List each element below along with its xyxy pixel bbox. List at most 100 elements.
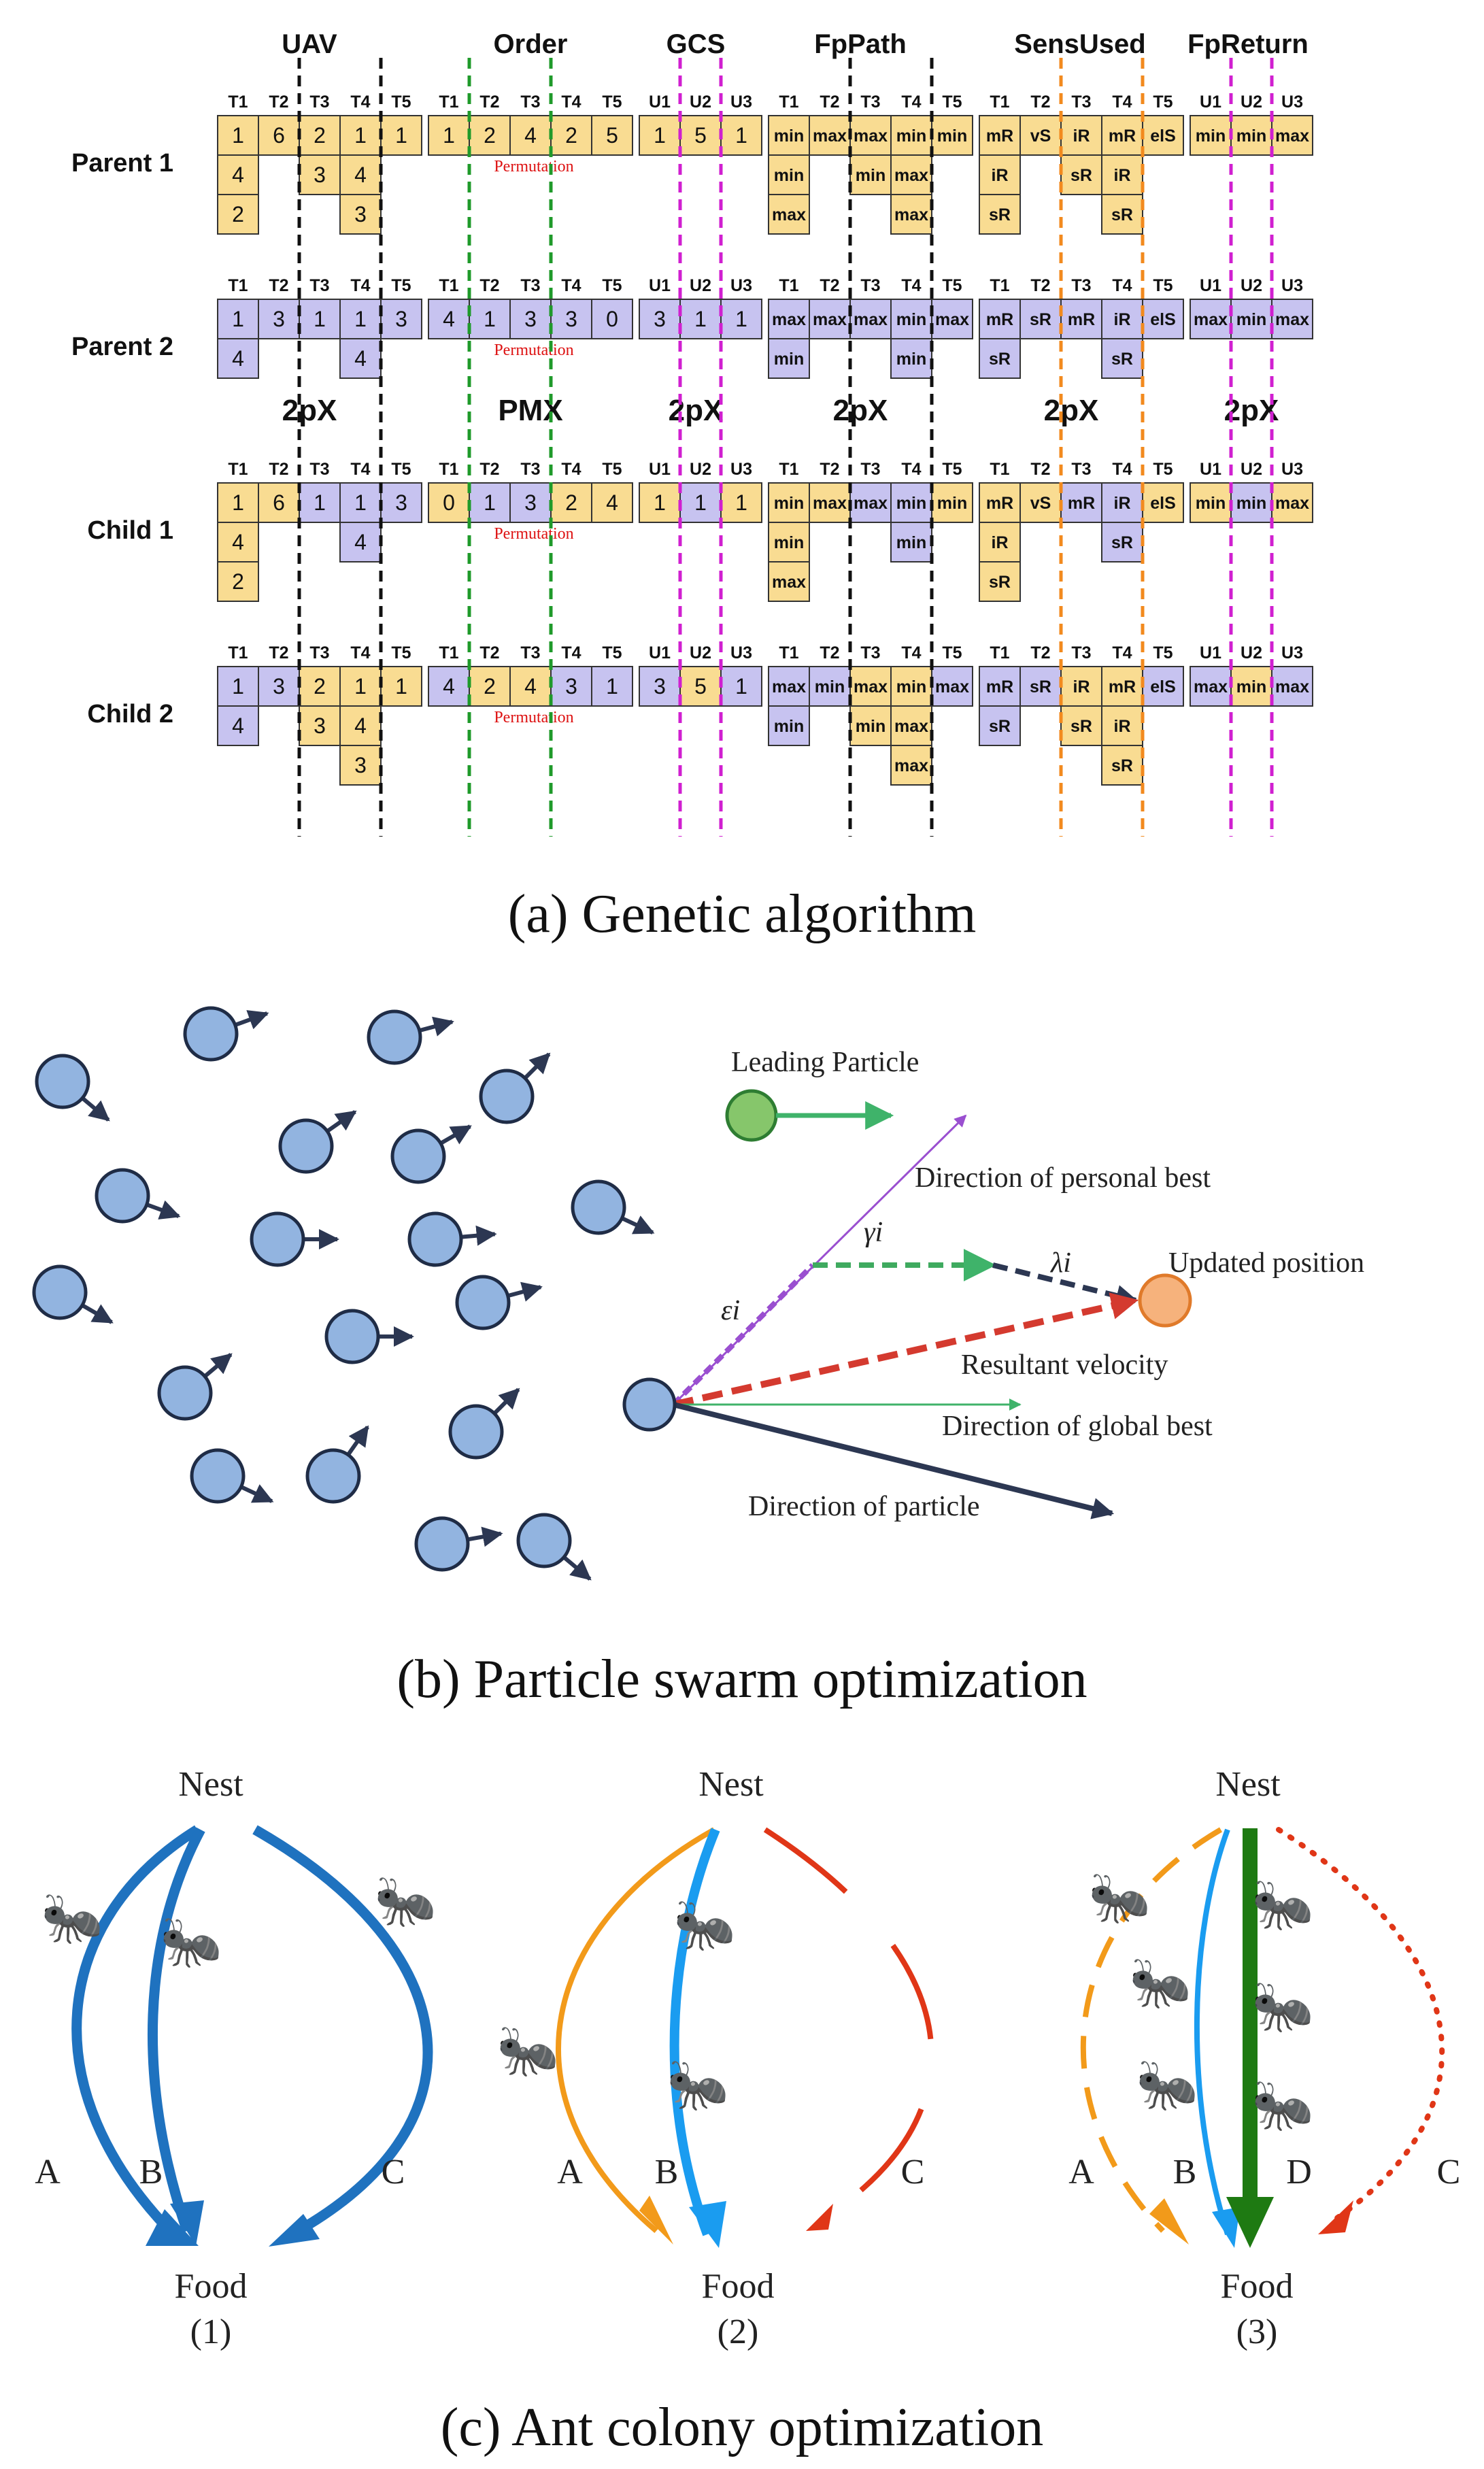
- gene-value: 3: [395, 490, 407, 515]
- epsilon-vector: [671, 1263, 815, 1407]
- gene-value: max: [1275, 677, 1309, 696]
- gene-value: 4: [232, 713, 244, 738]
- gene-cell: [979, 194, 1021, 235]
- gene-index-label: U3: [1281, 460, 1303, 479]
- gene-value: mR: [1109, 127, 1136, 146]
- gene-value: sR: [1070, 166, 1092, 185]
- gene-cell: [1271, 299, 1313, 339]
- gene-value: elS: [1150, 494, 1176, 513]
- gene-cell: [639, 482, 681, 523]
- ant-icon: 🐜: [1251, 2076, 1314, 2134]
- gene-index-label: U3: [730, 276, 752, 295]
- aco-panel-3: Nest Food (3) A B D C 🐜 🐜 🐜 🐜 🐜 🐜: [1068, 1765, 1460, 2351]
- gamma-label: γi: [864, 1217, 883, 1248]
- gene-index-label: T4: [1112, 460, 1132, 479]
- path-c: [1276, 1827, 1445, 2223]
- gene-value: 3: [273, 307, 285, 331]
- gene-value: 4: [443, 307, 455, 331]
- gene-value: min: [896, 350, 926, 369]
- gene-value: 4: [354, 530, 367, 554]
- gene-value: max: [1194, 677, 1228, 696]
- gene-cell: [890, 705, 932, 746]
- gene-index-label: U1: [649, 276, 671, 295]
- gene-value: min: [896, 310, 926, 329]
- gene-value: min: [774, 166, 804, 185]
- gene-value: iR: [1073, 677, 1090, 696]
- gene-index-label: T5: [602, 276, 622, 295]
- gene-index-label: U2: [690, 276, 711, 295]
- food-label: Food: [702, 2267, 775, 2306]
- particle-velocity-arrow: [235, 1010, 269, 1030]
- gene-cell: [428, 115, 470, 156]
- gene-index-label: T2: [820, 276, 839, 295]
- path-c-arrowhead: [269, 2214, 320, 2247]
- gene-value: iR: [1114, 310, 1131, 329]
- gene-value: 5: [694, 123, 707, 148]
- gene-cell: [591, 482, 633, 523]
- gene-index-label: T4: [561, 643, 581, 662]
- gene-cell: [1190, 299, 1232, 339]
- gene-cell: [1230, 482, 1272, 523]
- gene-cell: [979, 705, 1021, 746]
- gene-index-label: T4: [350, 93, 370, 112]
- gene-value: 3: [354, 202, 367, 226]
- gene-cell: [890, 115, 932, 156]
- path-c-arrowhead: [806, 2204, 833, 2231]
- gene-value: sR: [1070, 717, 1092, 736]
- gene-cell: [258, 299, 300, 339]
- gene-value: 1: [232, 123, 244, 148]
- gene-value: max: [854, 677, 888, 696]
- gene-header-order: Order: [494, 29, 568, 59]
- gene-value: 3: [654, 674, 666, 699]
- gene-value: 5: [606, 123, 618, 148]
- swarm-particle: [35, 1054, 90, 1109]
- ant-icon: 🐜: [1129, 1953, 1192, 2012]
- leading-particle: [725, 1089, 778, 1142]
- gene-value: 1: [694, 490, 707, 515]
- gene-value: 1: [314, 490, 326, 515]
- gene-index-label: U1: [1200, 643, 1221, 662]
- gene-cell: [1101, 522, 1143, 562]
- gene-index-label: T5: [942, 276, 962, 295]
- particle-velocity-arrow: [494, 1388, 520, 1414]
- gene-cell: [720, 666, 762, 707]
- gene-value: 4: [232, 530, 244, 554]
- gene-index-label: T3: [860, 460, 880, 479]
- gene-cell: [639, 666, 681, 707]
- gene-cell: [931, 299, 973, 339]
- ant-icon: 🐜: [1251, 1977, 1314, 2036]
- gene-value: max: [935, 677, 969, 696]
- path-b-arrowhead: [170, 2200, 204, 2246]
- gene-index-label: T2: [1030, 643, 1050, 662]
- gene-index-label: U2: [690, 643, 711, 662]
- gene-index-label: T4: [901, 643, 921, 662]
- gene-index-label: T3: [309, 93, 329, 112]
- gene-value: vS: [1030, 494, 1051, 513]
- gene-index-label: T5: [391, 276, 411, 295]
- gene-index-label: T2: [269, 93, 288, 112]
- gene-cell: [1101, 338, 1143, 379]
- gene-cell: [339, 705, 382, 746]
- gene-value: sR: [989, 717, 1011, 736]
- gene-value: 4: [524, 674, 537, 699]
- gene-index-label: U1: [1200, 276, 1221, 295]
- gene-index-label: T4: [561, 93, 581, 112]
- gene-value: max: [894, 166, 928, 185]
- gene-cell: [849, 482, 892, 523]
- gene-cell: [768, 666, 810, 707]
- gene-value: 6: [273, 490, 285, 515]
- ga-caption: (a) Genetic algorithm: [508, 884, 977, 944]
- gene-cell: [1019, 666, 1062, 707]
- gene-index-label: T3: [1071, 643, 1091, 662]
- gene-index-label: T5: [602, 643, 622, 662]
- particle-velocity-arrow: [420, 1016, 454, 1037]
- gene-value: iR: [992, 533, 1009, 552]
- particle-velocity-arrow: [347, 1425, 369, 1455]
- gene-index-label: T2: [1030, 276, 1050, 295]
- path-label-a: A: [1068, 2153, 1094, 2191]
- gene-index-label: T3: [309, 276, 329, 295]
- gene-cell: [339, 154, 382, 195]
- gene-index-label: T2: [479, 276, 499, 295]
